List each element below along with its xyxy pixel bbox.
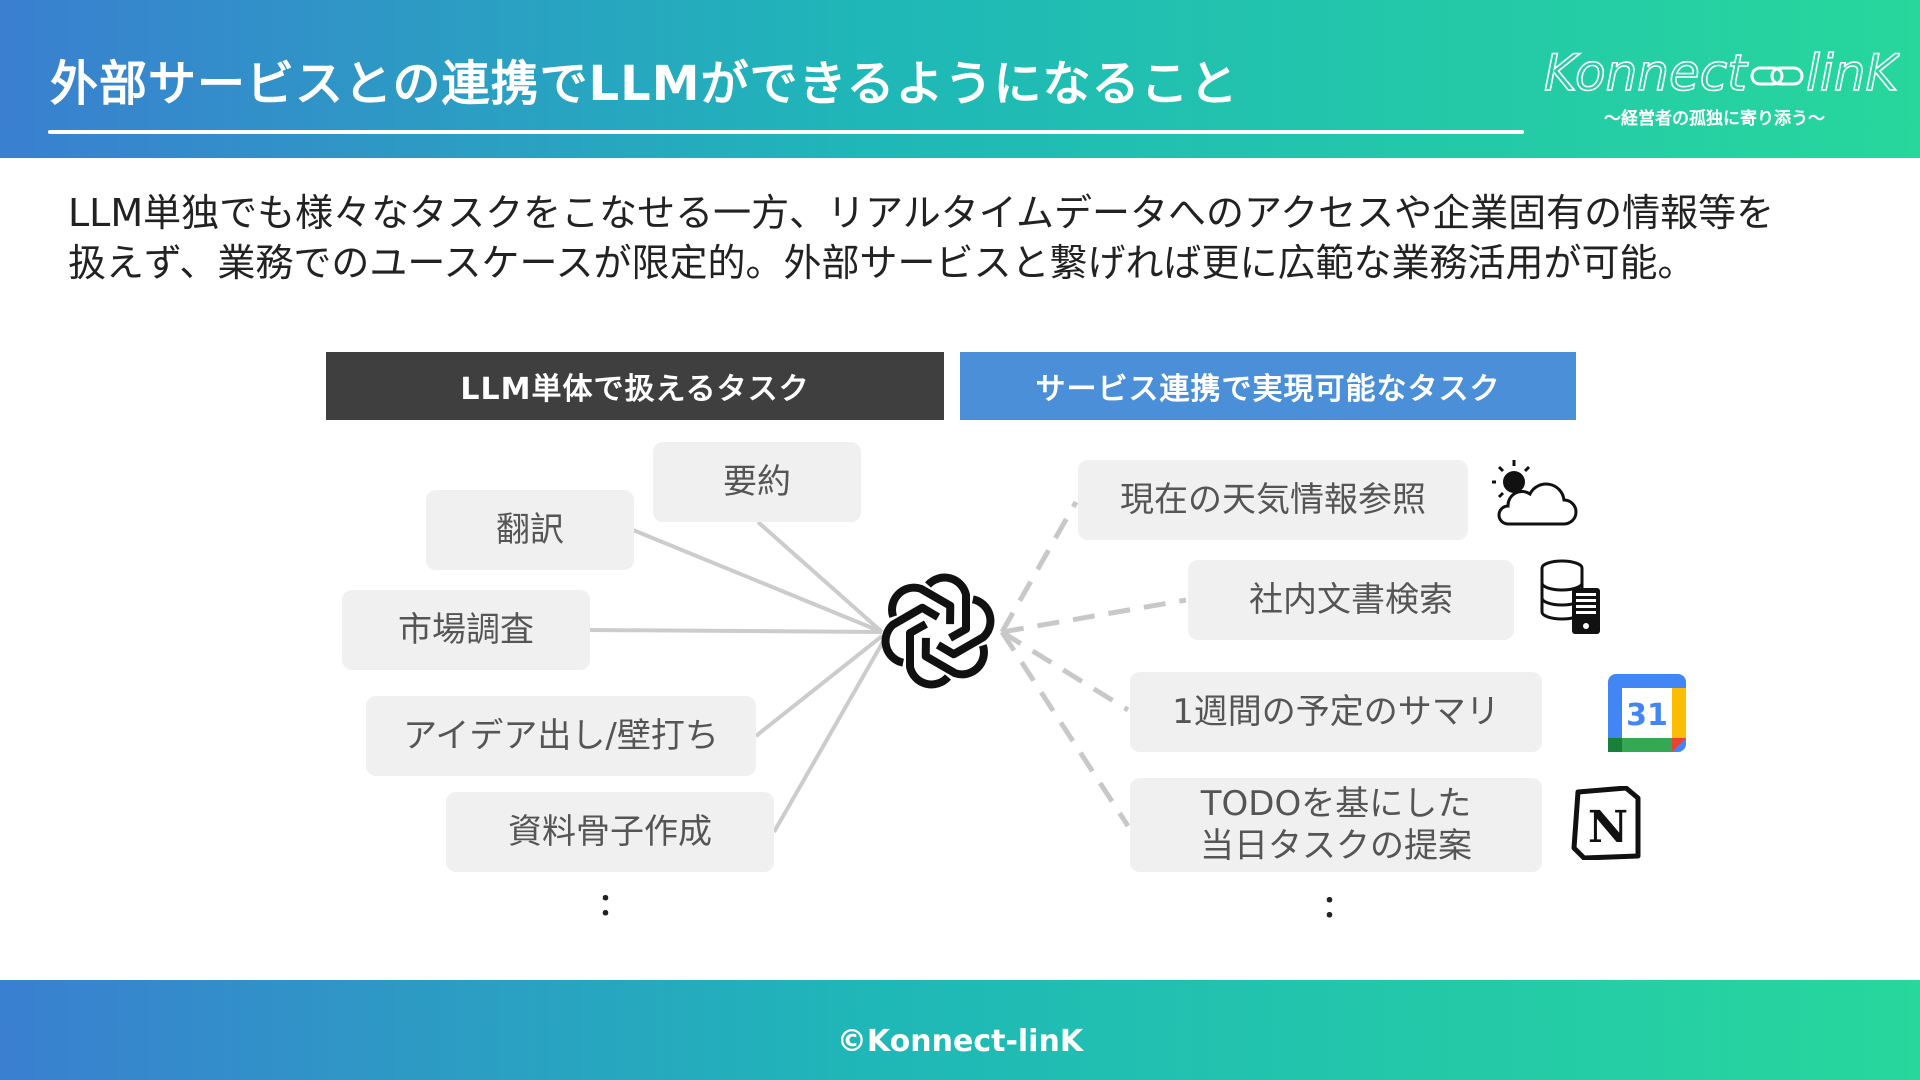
task-translation: 翻訳 (426, 490, 634, 570)
brand-logo: Konnect linK 〜経営者の孤独に寄り添う〜 (1540, 40, 1903, 130)
wordmark-left: Konnect (1544, 44, 1749, 102)
service-integration-heading: サービス連携で実現可能なタスク (960, 352, 1576, 420)
task-outline: 資料骨子作成 (446, 792, 774, 872)
connector-translation (632, 528, 883, 634)
connector-outline (772, 639, 886, 833)
task-summary: 要約 (653, 442, 861, 522)
brand-tagline: 〜経営者の孤独に寄り添う〜 (1604, 109, 1825, 129)
connector-ideation (754, 634, 884, 738)
footer-copyright: ©Konnect-linK (836, 1024, 1084, 1059)
connector-weather (999, 500, 1079, 634)
connector-todo (999, 630, 1131, 828)
openai-logo-icon (881, 573, 995, 689)
llm-connectors (589, 520, 886, 833)
title-underline (48, 130, 1524, 134)
task-ideation: アイデア出し/壁打ち (366, 696, 756, 776)
service-task-todo-line-2: 当日タスクの提案 (1200, 826, 1472, 866)
notion-icon-letter: N (1588, 802, 1628, 853)
connector-doc-search (1001, 597, 1187, 635)
service-task-todo: TODOを基にした 当日タスクの提案 (1130, 778, 1542, 872)
llm-only-heading: LLM単体で扱えるタスク (326, 352, 944, 420)
connector-schedule (1000, 629, 1130, 713)
service-task-schedule: 1週間の予定のサマリ (1130, 672, 1542, 752)
service-tasks-ellipsis: ： (1322, 890, 1352, 925)
service-task-weather-label: 現在の天気情報参照 (1120, 480, 1426, 520)
lead-paragraph: LLM単独でも様々なタスクをこなせる一方、リアルタイムデータへのアクセスや企業固… (68, 188, 1888, 288)
llm-tasks-ellipsis: ： (598, 888, 628, 923)
brand-wordmark: Konnect linK (1543, 43, 1903, 103)
footer-banner (0, 980, 1920, 1080)
chain-link-icon (1750, 66, 1804, 86)
service-task-doc-search: 社内文書検索 (1188, 560, 1514, 640)
lead-line-2: 扱えず、業務でのユースケースが限定的。外部サービスと繋げれば更に広範な業務活用が… (68, 241, 1696, 285)
calendar-icon: 31 (1608, 674, 1686, 752)
service-task-weather: 現在の天気情報参照 (1078, 460, 1468, 540)
weather-icon (1492, 460, 1578, 526)
service-task-todo-line-1: TODOを基にした (1200, 784, 1472, 824)
service-task-doc-search-label: 社内文書検索 (1249, 580, 1453, 620)
connector-market-research (589, 628, 883, 634)
service-task-schedule-label: 1週間の予定のサマリ (1172, 692, 1500, 732)
connector-summary (756, 520, 884, 634)
page-title: 外部サービスとの連携でLLMができるようになること (50, 56, 1239, 112)
lead-line-1: LLM単独でも様々なタスクをこなせる一方、リアルタイムデータへのアクセスや企業固… (68, 191, 1775, 235)
database-server-icon (1540, 559, 1600, 634)
notion-icon: N (1571, 786, 1641, 860)
service-connectors (999, 500, 1187, 828)
calendar-icon-date: 31 (1626, 698, 1668, 733)
wordmark-right: linK (1806, 44, 1900, 102)
task-market-research: 市場調査 (342, 590, 590, 670)
